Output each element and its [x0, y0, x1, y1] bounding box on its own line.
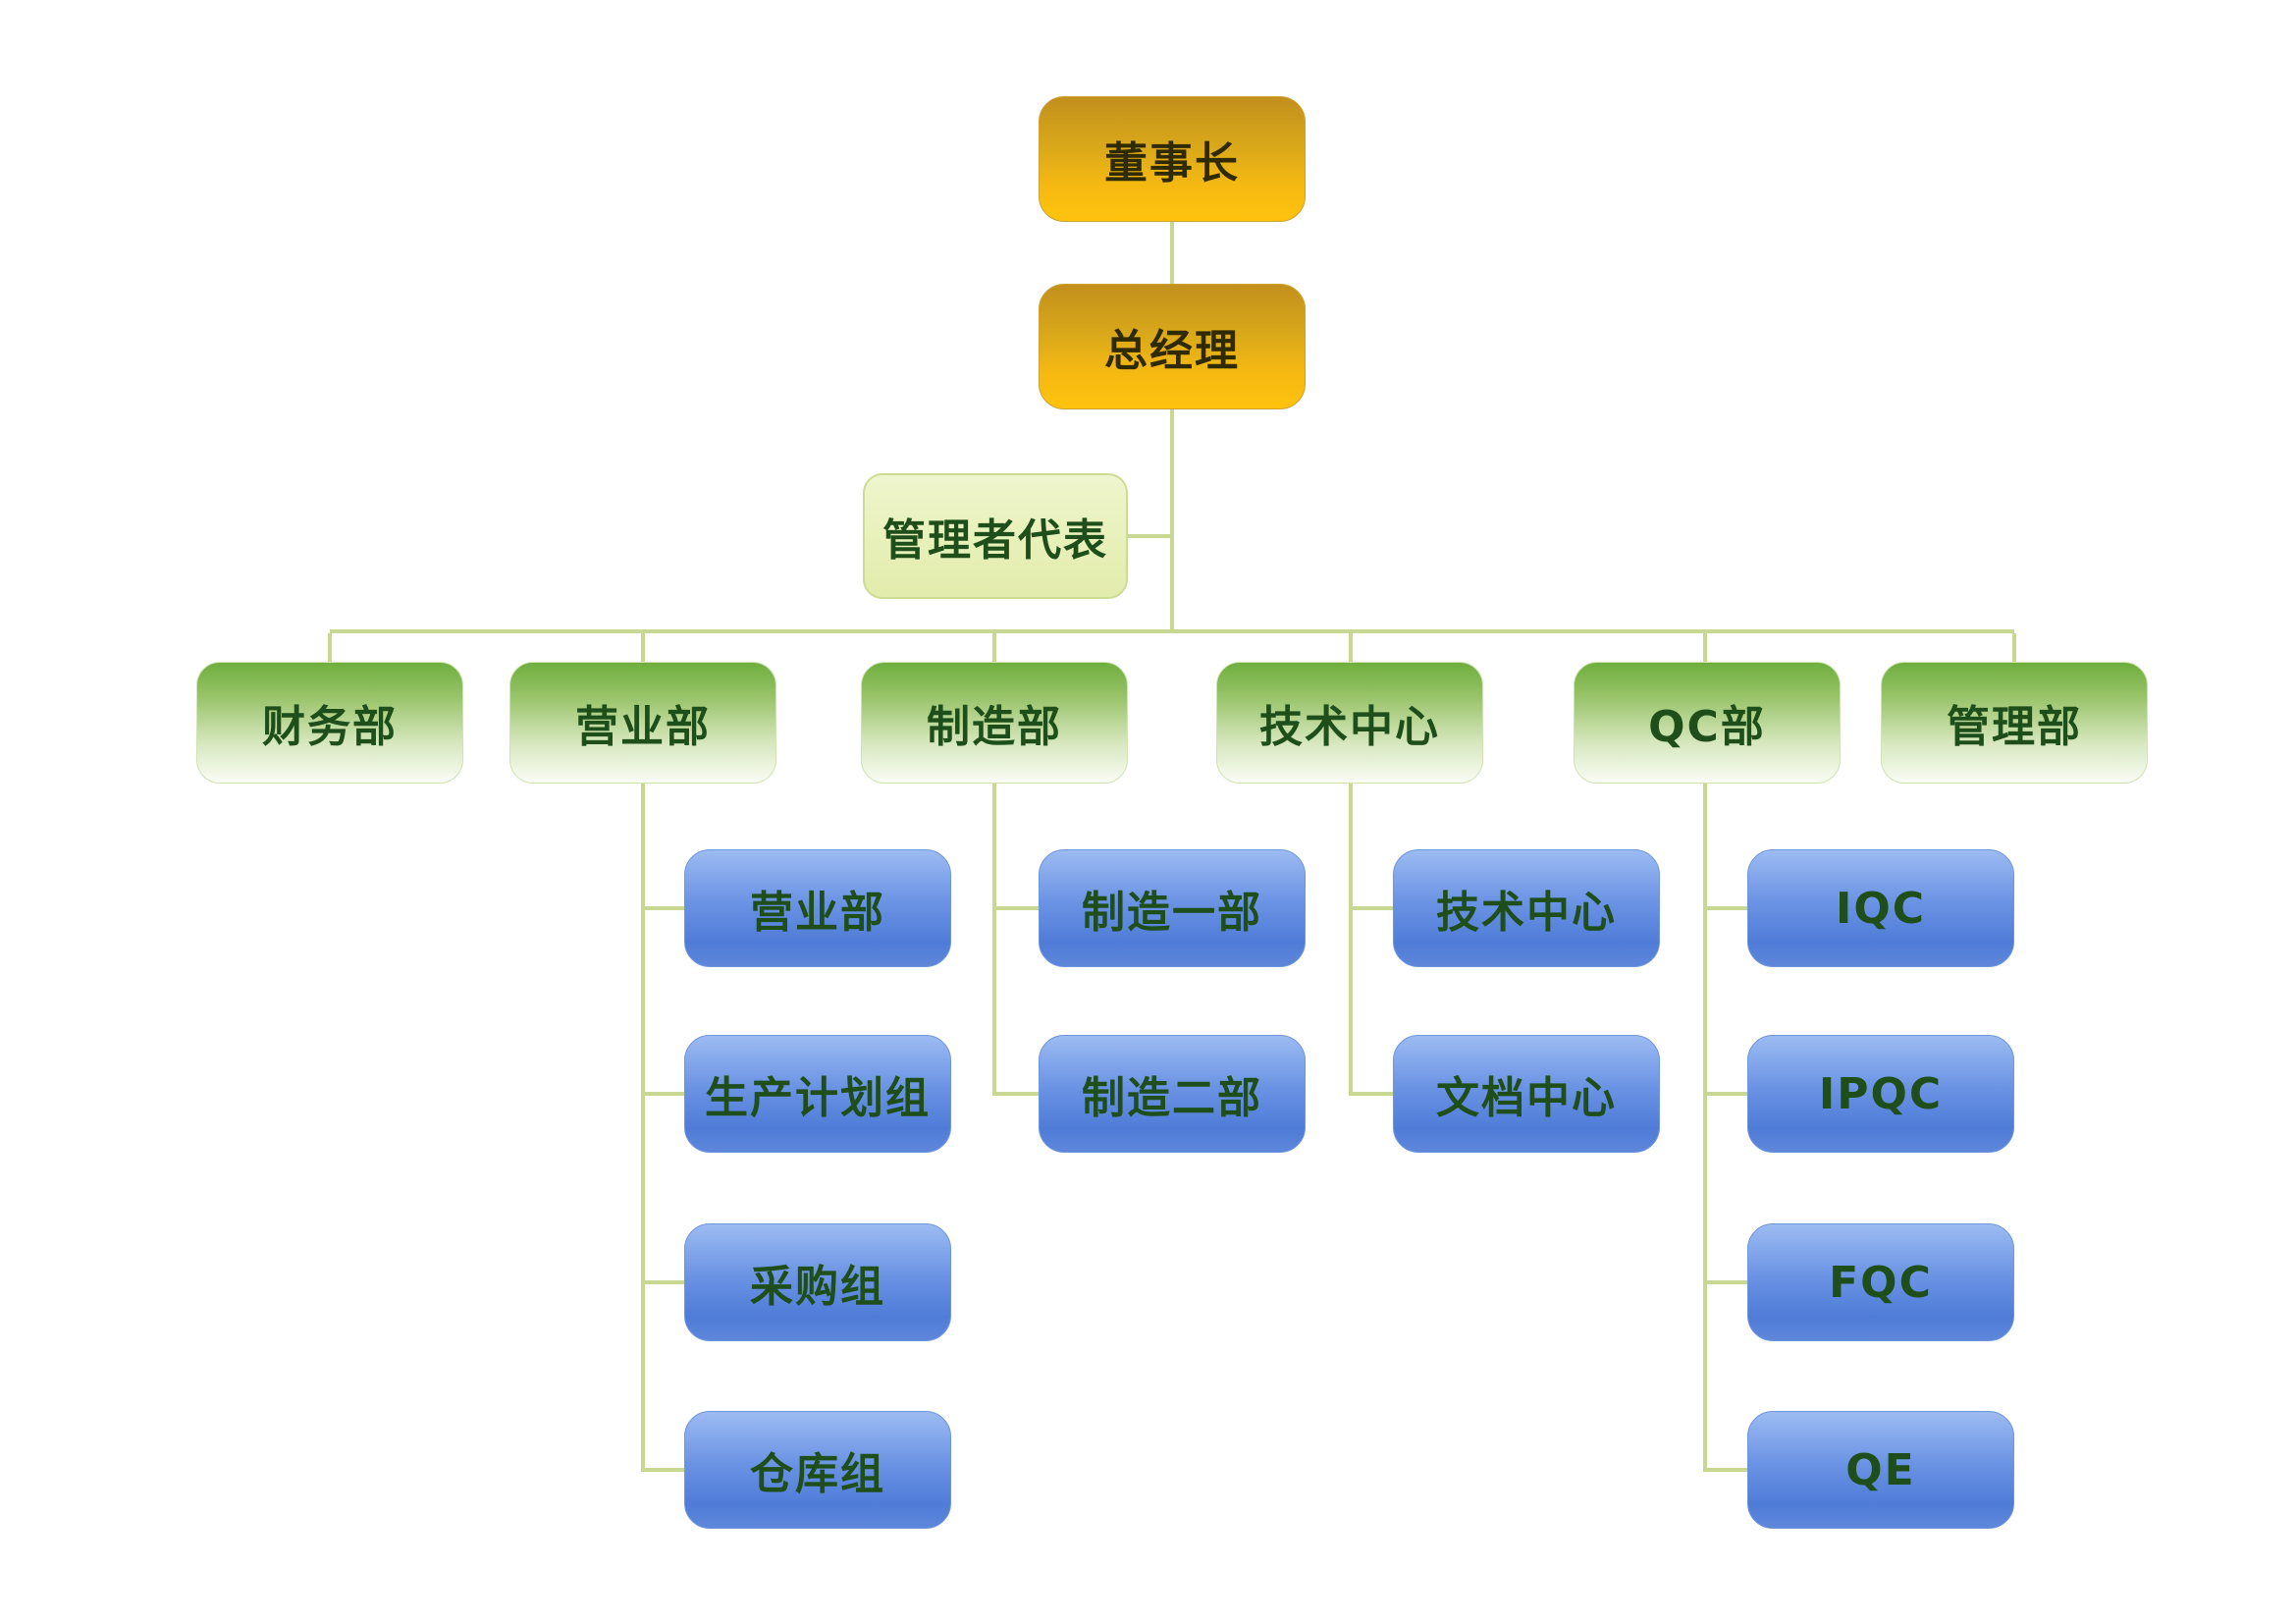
- node-qc-sub-3-label: FQC: [1829, 1257, 1933, 1308]
- node-dept-admin: 管理部: [1881, 662, 2148, 784]
- connector-management-rep: [1128, 534, 1170, 538]
- connector-drop-finance: [328, 633, 332, 662]
- node-sales-sub-2: 生产计划组: [684, 1035, 951, 1153]
- node-qc-sub-1-label: IQC: [1835, 883, 1927, 934]
- connector-drop-manufacturing: [992, 633, 996, 662]
- connector-manufacturing-stub-1: [996, 906, 1039, 910]
- connector-qc-stub-3: [1707, 1280, 1747, 1284]
- connector-sales-stub-1: [645, 906, 684, 910]
- connector-qc-stub-2: [1707, 1092, 1747, 1096]
- connector-drop-tech: [1349, 633, 1353, 662]
- connector-manufacturing-vertical: [992, 784, 996, 1096]
- node-tech-sub-1: 技术中心: [1393, 849, 1660, 967]
- connector-sales-vertical: [641, 784, 645, 1472]
- node-manufacturing-sub-1-label: 制造一部: [1082, 888, 1262, 938]
- node-dept-manufacturing: 制造部: [861, 662, 1128, 784]
- connector-sales-stub-4: [645, 1468, 684, 1472]
- connector-sales-stub-2: [645, 1092, 684, 1096]
- node-management-rep: 管理者代表: [863, 473, 1128, 599]
- node-dept-qc-label: QC部: [1648, 702, 1766, 752]
- node-management-rep-label: 管理者代表: [882, 515, 1108, 566]
- node-tech-sub-2: 文档中心: [1393, 1035, 1660, 1153]
- node-sales-sub-1: 营业部: [684, 849, 951, 967]
- connector-drop-qc: [1703, 633, 1707, 662]
- node-dept-tech-center: 技术中心: [1216, 662, 1483, 784]
- connector-department-bus: [330, 629, 2014, 633]
- connector-gm-trunk: [1170, 409, 1174, 633]
- node-sales-sub-3: 采购组: [684, 1223, 951, 1341]
- node-general-manager: 总经理: [1039, 284, 1306, 409]
- connector-sales-stub-3: [645, 1280, 684, 1284]
- node-qc-sub-2-label: IPQC: [1818, 1068, 1944, 1119]
- node-manufacturing-sub-1: 制造一部: [1039, 849, 1306, 967]
- node-chairman-label: 董事长: [1104, 138, 1240, 189]
- node-qc-sub-4-label: QE: [1845, 1444, 1916, 1495]
- node-sales-sub-4-label: 仓库组: [750, 1449, 885, 1499]
- node-qc-sub-2: IPQC: [1747, 1035, 2014, 1153]
- node-dept-sales: 营业部: [509, 662, 776, 784]
- node-dept-sales-label: 营业部: [575, 702, 711, 752]
- node-dept-admin-label: 管理部: [1947, 702, 2082, 752]
- connector-qc-stub-1: [1707, 906, 1747, 910]
- connector-chairman-gm: [1170, 222, 1174, 284]
- node-tech-sub-1-label: 技术中心: [1436, 888, 1617, 938]
- connector-manufacturing-stub-2: [996, 1092, 1039, 1096]
- node-general-manager-label: 总经理: [1104, 326, 1240, 376]
- node-chairman: 董事长: [1039, 96, 1306, 222]
- node-sales-sub-4: 仓库组: [684, 1411, 951, 1529]
- connector-drop-admin: [2012, 633, 2016, 662]
- node-qc-sub-3: FQC: [1747, 1223, 2014, 1341]
- node-dept-finance-label: 财务部: [262, 702, 398, 752]
- node-sales-sub-3-label: 采购组: [750, 1262, 885, 1312]
- connector-qc-stub-4: [1707, 1468, 1747, 1472]
- node-manufacturing-sub-2: 制造二部: [1039, 1035, 1306, 1153]
- node-sales-sub-1-label: 营业部: [750, 888, 885, 938]
- node-dept-finance: 财务部: [196, 662, 463, 784]
- node-dept-manufacturing-label: 制造部: [927, 702, 1062, 752]
- node-manufacturing-sub-2-label: 制造二部: [1082, 1073, 1262, 1123]
- node-qc-sub-4: QE: [1747, 1411, 2014, 1529]
- connector-tech-vertical: [1349, 784, 1353, 1096]
- node-sales-sub-2-label: 生产计划组: [705, 1073, 931, 1123]
- node-dept-qc: QC部: [1574, 662, 1841, 784]
- node-tech-sub-2-label: 文档中心: [1436, 1073, 1617, 1123]
- node-qc-sub-1: IQC: [1747, 849, 2014, 967]
- connector-drop-sales: [641, 633, 645, 662]
- connector-tech-stub-2: [1353, 1092, 1393, 1096]
- connector-tech-stub-1: [1353, 906, 1393, 910]
- node-dept-tech-center-label: 技术中心: [1259, 702, 1440, 752]
- connector-qc-vertical: [1703, 784, 1707, 1472]
